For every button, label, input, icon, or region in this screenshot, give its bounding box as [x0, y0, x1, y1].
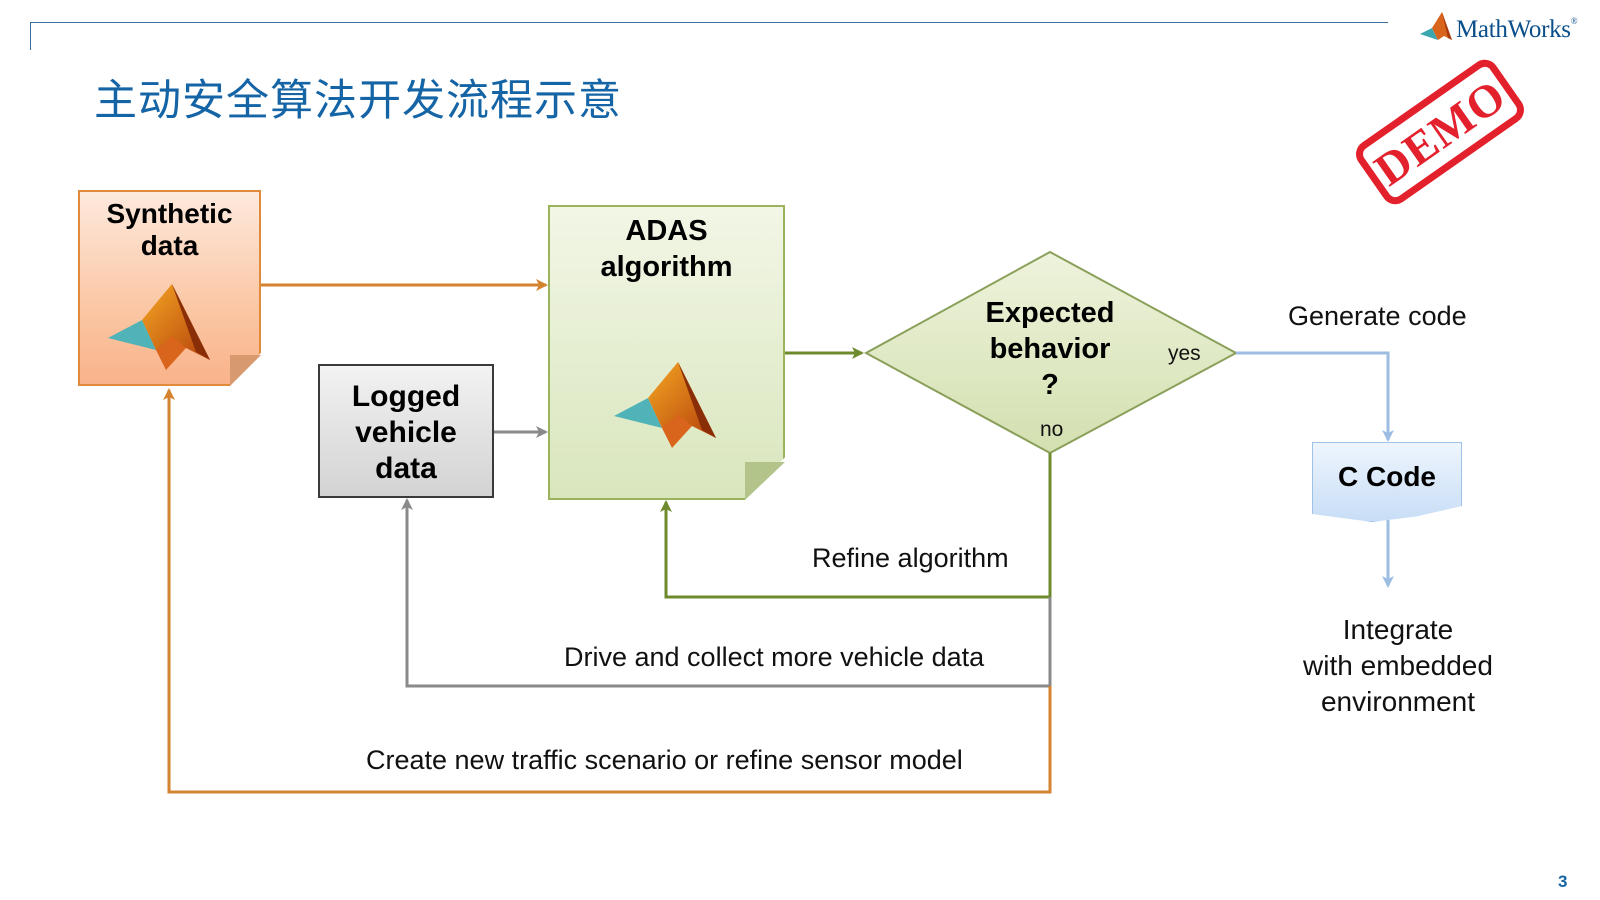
page-number: 3: [1558, 872, 1568, 891]
drive-collect-label: Drive and collect more vehicle data: [564, 642, 985, 672]
create-scenario-label: Create new traffic scenario or refine se…: [366, 745, 963, 775]
edge-yes-to-ccode: [1236, 351, 1394, 442]
edge-create-scenario: [163, 388, 1052, 794]
decision-line3: ?: [1041, 369, 1059, 401]
yes-label: yes: [1168, 342, 1201, 365]
edge-refine-algorithm: [660, 453, 1052, 599]
decision-node-label: Expected behavior ?: [960, 295, 1140, 403]
integrate-node-label: Integrate with embedded environment: [1283, 612, 1513, 720]
mathworks-logo: MathWorks®: [1418, 10, 1590, 50]
logged-line3: data: [375, 452, 437, 485]
logged-vehicle-data-node: Logged vehicle data: [318, 364, 494, 498]
header-rule-tick: [30, 22, 31, 50]
adas-line2: algorithm: [600, 251, 733, 283]
edge-drive-collect: [401, 498, 1052, 688]
logged-line1: Logged: [351, 380, 461, 413]
integrate-line2: with embedded: [1303, 650, 1493, 681]
matlab-membrane-icon: [108, 284, 210, 370]
logo-text: MathWorks: [1456, 16, 1571, 43]
synthetic-line2: data: [140, 230, 199, 261]
adas-line1: ADAS: [625, 215, 708, 247]
mathworks-logo-icon: [1420, 12, 1452, 40]
integrate-line3: environment: [1320, 686, 1476, 717]
decision-line2: behavior: [989, 333, 1111, 365]
integrate-line1: Integrate: [1342, 614, 1454, 645]
logged-line2: vehicle: [355, 416, 457, 449]
header-rule: [30, 22, 1388, 23]
matlab-membrane-icon: [614, 362, 716, 448]
c-code-node: C Code: [1312, 442, 1462, 522]
generate-code-label: Generate code: [1288, 301, 1467, 331]
decision-line1: Expected: [985, 297, 1115, 329]
no-label: no: [1040, 418, 1064, 441]
adas-algorithm-node: ADAS algorithm: [548, 205, 785, 500]
refine-algorithm-label: Refine algorithm: [812, 543, 1009, 573]
page-title: 主动安全算法开发流程示意: [94, 76, 622, 126]
trademark-mark: ®: [1570, 16, 1578, 26]
synthetic-line1: Synthetic: [106, 198, 233, 229]
